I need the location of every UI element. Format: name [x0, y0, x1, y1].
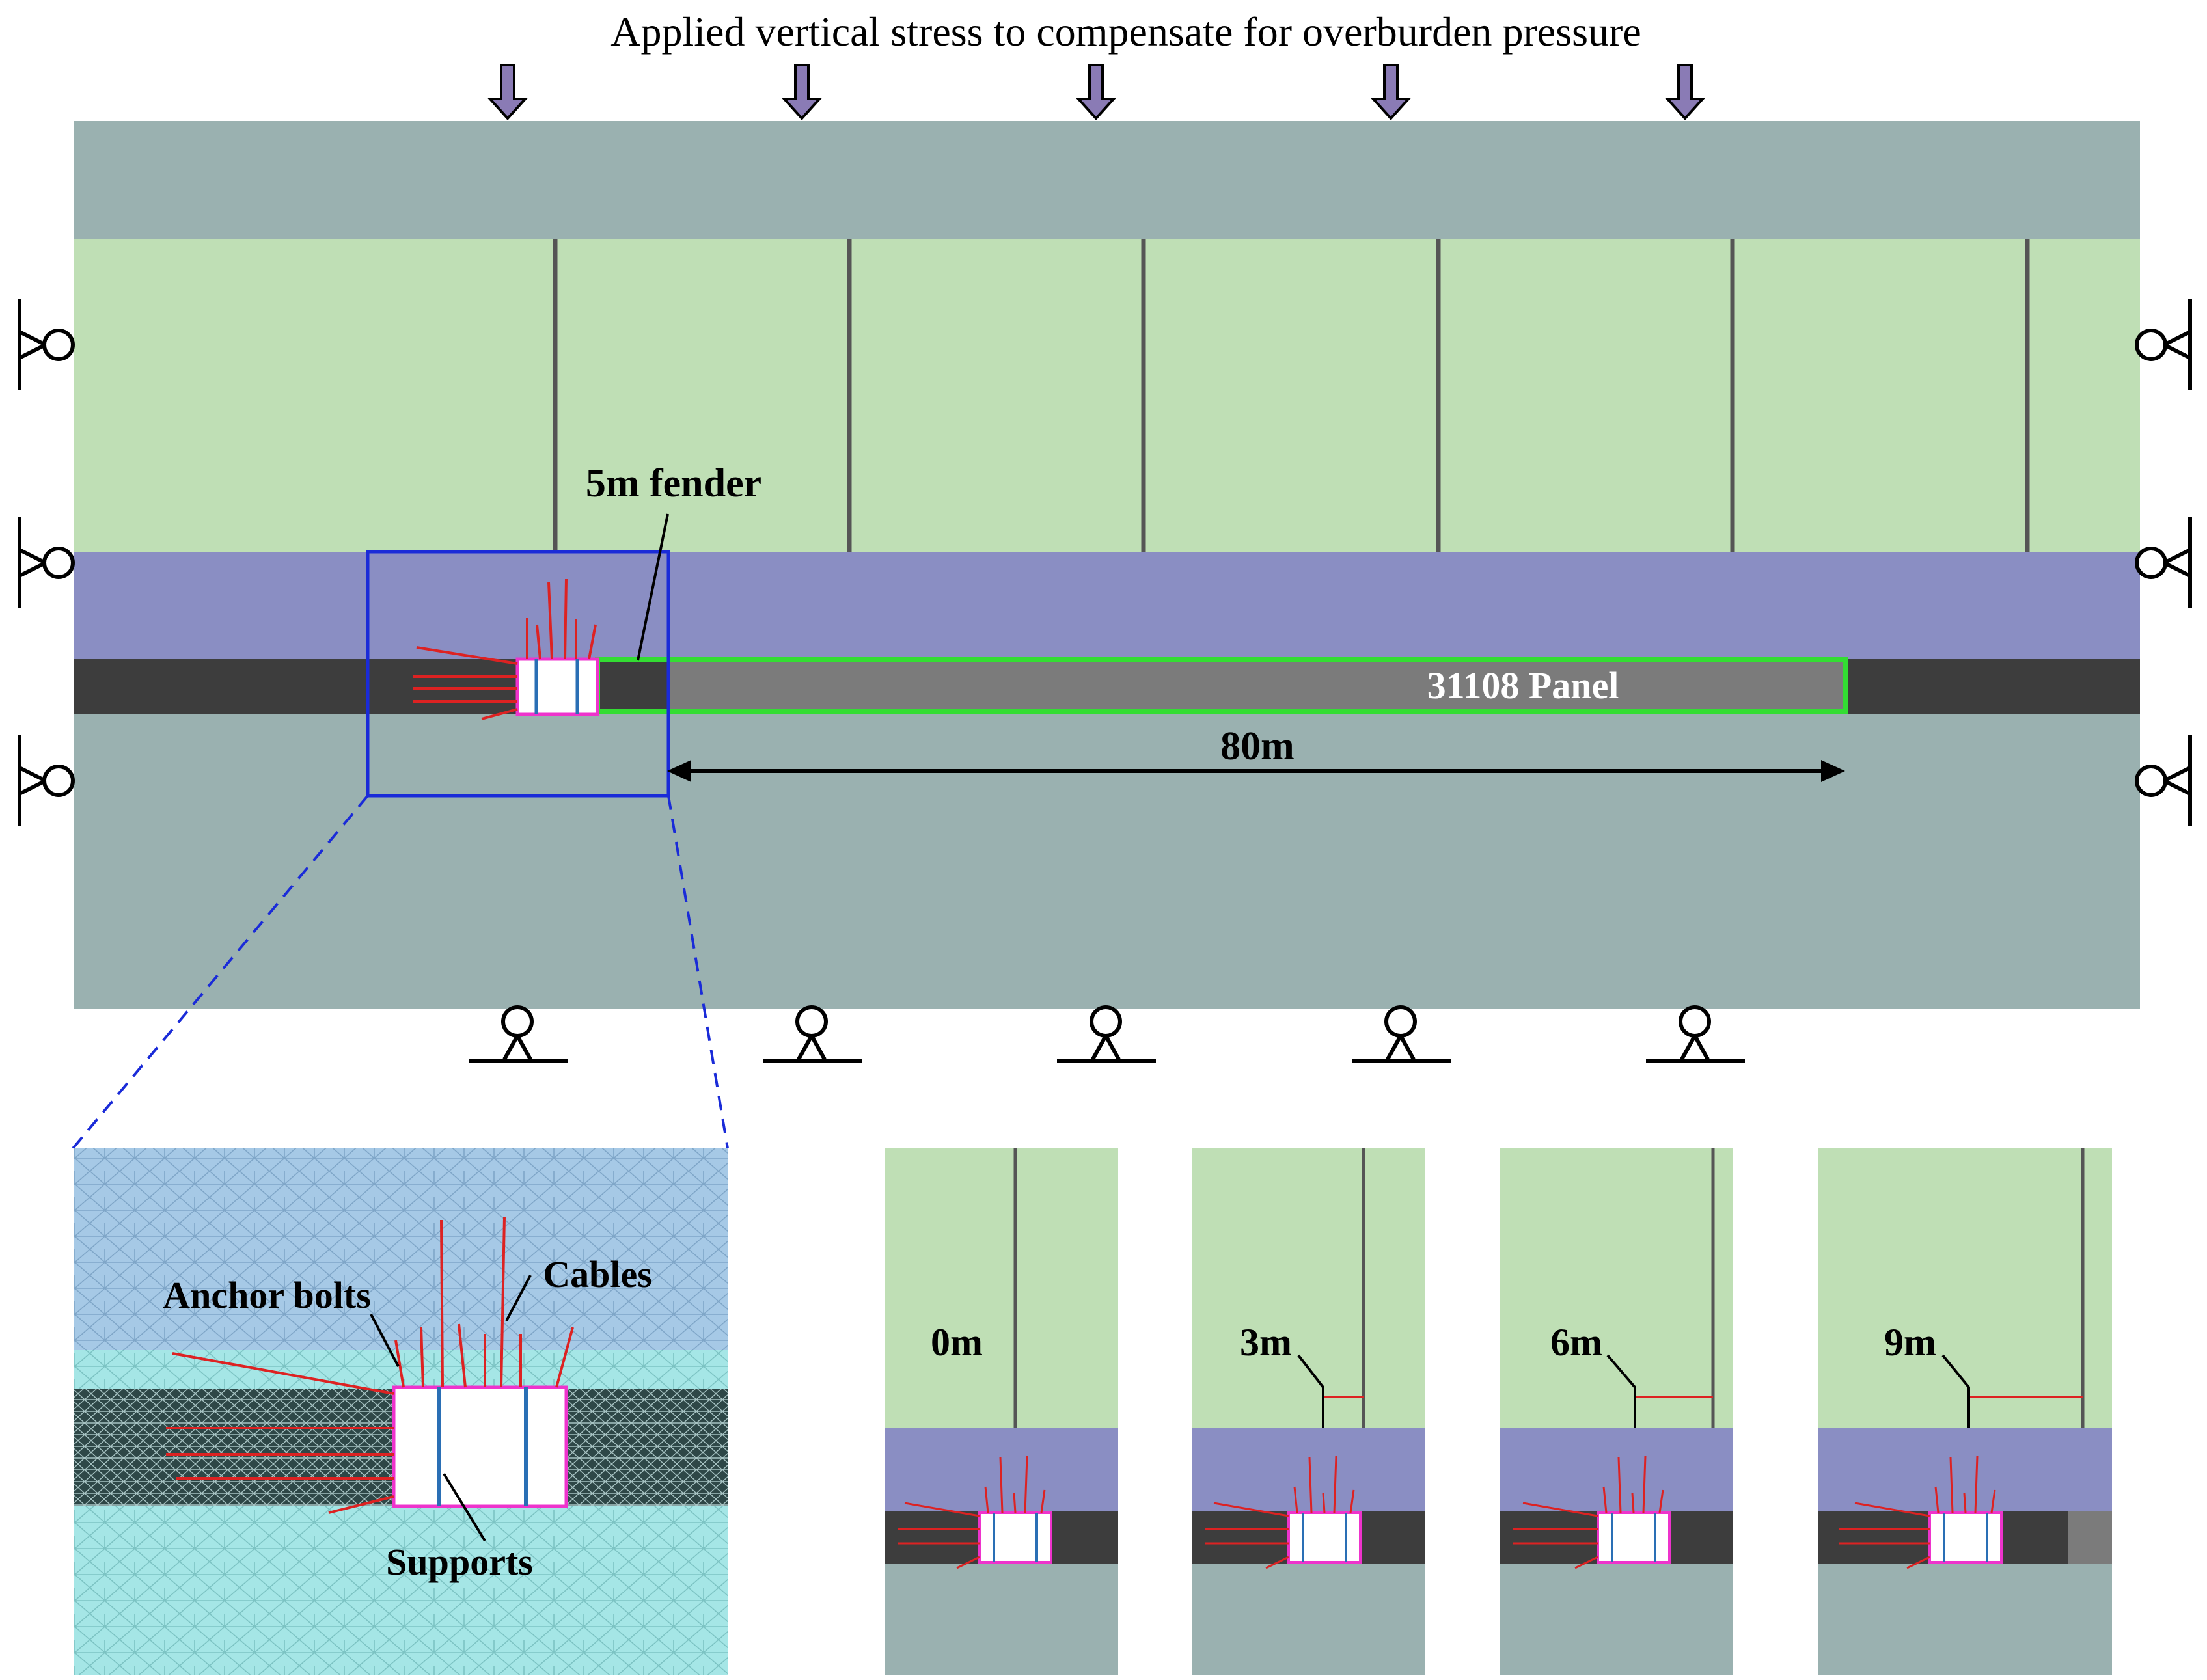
fender-leader: [637, 513, 669, 661]
down-arrow-icon: [1075, 64, 1117, 120]
roller-support-icon: [1057, 1005, 1156, 1063]
panel-31108: [667, 660, 1845, 712]
roller-support-icon: [18, 735, 75, 826]
bottom-rock-layer: [74, 714, 2140, 1009]
stage-panel-3m: 3m: [1192, 1148, 1425, 1675]
bottom-roller-supports: [469, 1005, 1745, 1063]
top-rock-layer: [74, 121, 2140, 239]
roller-support-icon: [1352, 1005, 1451, 1063]
roller-support-icon: [18, 299, 75, 390]
supports-label: Supports: [386, 1541, 533, 1583]
roller-support-icon: [469, 1005, 568, 1063]
roller-support-icon: [2135, 735, 2192, 826]
purple-roof-layer: [74, 552, 2140, 659]
stage-panel-6m: 6m: [1500, 1148, 1733, 1675]
inset-roadway: [392, 1385, 568, 1508]
vertical-stress-arrows: [487, 64, 1706, 120]
diagram-title: Applied vertical stress to compensate fo…: [610, 8, 1641, 55]
green-strata-layer: [74, 239, 2140, 552]
stage-label-0m: 0m: [931, 1321, 983, 1364]
stage-panel-9m: 9m: [1818, 1148, 2112, 1675]
stage-label-6m: 6m: [1550, 1321, 1602, 1364]
roller-support-icon: [763, 1005, 862, 1063]
stage-label-3m: 3m: [1240, 1321, 1292, 1364]
stage-label-9m: 9m: [1884, 1321, 1936, 1364]
panel-label: 31108 Panel: [1427, 664, 1619, 707]
roller-support-icon: [2135, 299, 2192, 390]
down-arrow-icon: [1370, 64, 1412, 120]
distance-dimension: [667, 760, 1845, 782]
anchor-bolts-label: Anchor bolts: [163, 1274, 371, 1316]
zoom-box: [366, 550, 670, 798]
roller-support-icon: [18, 517, 75, 608]
distance-label: 80m: [1220, 724, 1295, 768]
roadway-support: [413, 578, 599, 720]
stage-panel-0m: 0m: [885, 1148, 1118, 1675]
main-model: 31108 Panel 5m fender: [74, 121, 2140, 1009]
left-roller-supports: [18, 299, 75, 826]
down-arrow-icon: [781, 64, 823, 120]
roller-support-icon: [1646, 1005, 1745, 1063]
vertical-joints: [553, 239, 2030, 552]
down-arrow-icon: [487, 64, 528, 120]
fender-label: 5m fender: [586, 461, 761, 506]
detail-inset: Anchor bolts Cables Supports: [74, 1148, 728, 1675]
cables-label: Cables: [543, 1253, 652, 1295]
zoom-leader-lines: [72, 794, 729, 1150]
roller-support-icon: [2135, 517, 2192, 608]
right-roller-supports: [2135, 299, 2192, 826]
inset-bolts-cables: [166, 1216, 574, 1514]
down-arrow-icon: [1664, 64, 1706, 120]
